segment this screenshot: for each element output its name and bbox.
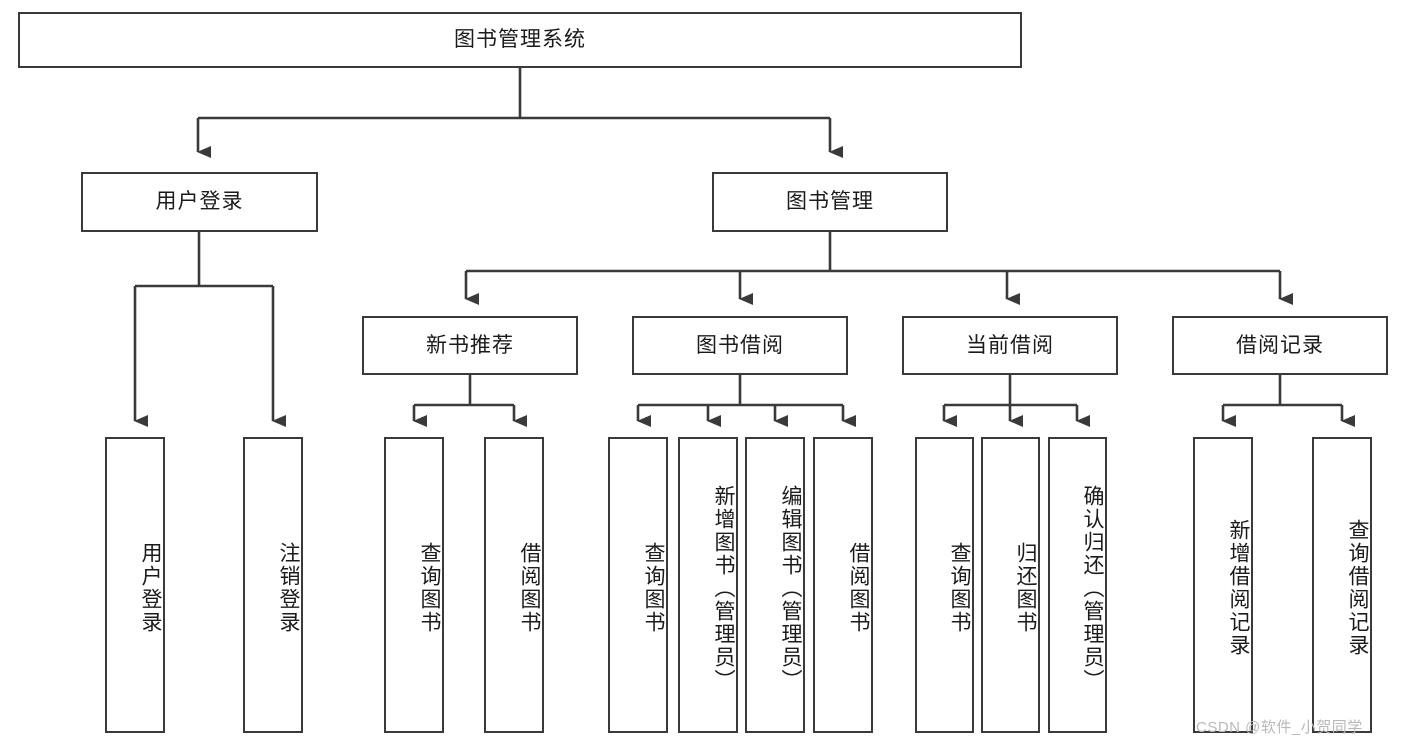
node-leaf-query-book-2[interactable]: 查询图书 [608, 437, 668, 733]
node-book-manage[interactable]: 图书管理 [712, 172, 948, 232]
node-label: 借阅图书 [847, 542, 870, 634]
node-label: 用户登录 [155, 190, 244, 214]
node-leaf-edit-book[interactable]: 编辑图书（管理员） [745, 437, 805, 733]
node-label: 归还图书 [1014, 542, 1037, 634]
node-label: 用户登录 [139, 542, 162, 634]
node-leaf-query-book-3[interactable]: 查询图书 [915, 437, 974, 733]
node-leaf-query-record[interactable]: 查询借阅记录 [1312, 437, 1372, 733]
node-leaf-add-book[interactable]: 新增图书（管理员） [678, 437, 738, 733]
csdn-watermark: CSDN @软件_小贺同学 [1196, 719, 1363, 736]
node-leaf-user-login[interactable]: 用户登录 [105, 437, 165, 733]
node-leaf-add-record[interactable]: 新增借阅记录 [1193, 437, 1253, 733]
node-book-borrow[interactable]: 图书借阅 [632, 316, 848, 375]
node-leaf-confirm-return[interactable]: 确认归还（管理员） [1048, 437, 1107, 733]
node-book-management-system[interactable]: 图书管理系统 [18, 12, 1022, 68]
node-label: 新增图书（管理员） [712, 484, 735, 692]
node-label: 注销登录 [277, 542, 300, 634]
node-label: 图书管理系统 [454, 28, 586, 52]
node-label: 查询图书 [642, 542, 665, 634]
node-leaf-return-book[interactable]: 归还图书 [981, 437, 1040, 733]
node-label: 借阅图书 [518, 542, 541, 634]
node-leaf-query-book-1[interactable]: 查询图书 [384, 437, 444, 733]
node-label: 查询图书 [948, 542, 971, 634]
node-label: 当前借阅 [966, 333, 1054, 357]
node-leaf-logout-login[interactable]: 注销登录 [243, 437, 303, 733]
node-label: 新书推荐 [426, 333, 514, 357]
node-label: 借阅记录 [1236, 333, 1324, 357]
node-label: 确认归还（管理员） [1081, 484, 1104, 692]
node-user-login[interactable]: 用户登录 [81, 172, 318, 232]
node-label: 图书管理 [786, 190, 874, 214]
node-label: 图书借阅 [696, 333, 784, 357]
node-current-borrow[interactable]: 当前借阅 [902, 316, 1118, 375]
node-leaf-borrow-book-1[interactable]: 借阅图书 [484, 437, 544, 733]
node-borrow-record[interactable]: 借阅记录 [1172, 316, 1388, 375]
node-label: 查询借阅记录 [1346, 519, 1369, 657]
node-label: 新增借阅记录 [1227, 519, 1250, 657]
node-label: 编辑图书（管理员） [779, 484, 802, 692]
node-leaf-borrow-book-2[interactable]: 借阅图书 [813, 437, 873, 733]
node-label: 查询图书 [418, 542, 441, 634]
node-new-book-recommend[interactable]: 新书推荐 [362, 316, 578, 375]
